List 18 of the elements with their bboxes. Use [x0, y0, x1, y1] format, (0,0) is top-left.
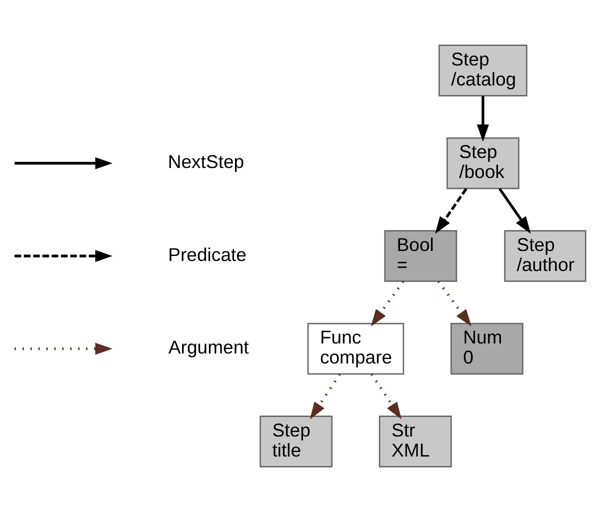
node-box: Func compare	[307, 322, 404, 374]
arrow	[310, 373, 341, 419]
node-box: Step /catalog	[438, 44, 528, 96]
node-box: Num 0	[450, 322, 524, 374]
arrow	[370, 373, 402, 419]
legend-label: Predicate	[168, 243, 246, 264]
arrow	[498, 187, 531, 234]
node-box: Step /book	[446, 136, 520, 189]
legend-label: NextStep	[168, 150, 244, 172]
node-box: Bool =	[384, 230, 458, 282]
arrow	[370, 280, 404, 326]
node-box: Str XML	[378, 415, 452, 467]
node-box: Step /author	[504, 230, 586, 282]
legend-label: Argument	[168, 336, 249, 358]
node-box: Step title	[260, 415, 333, 467]
arrow	[437, 280, 472, 326]
arrow	[435, 187, 468, 234]
arrow	[476, 95, 489, 142]
